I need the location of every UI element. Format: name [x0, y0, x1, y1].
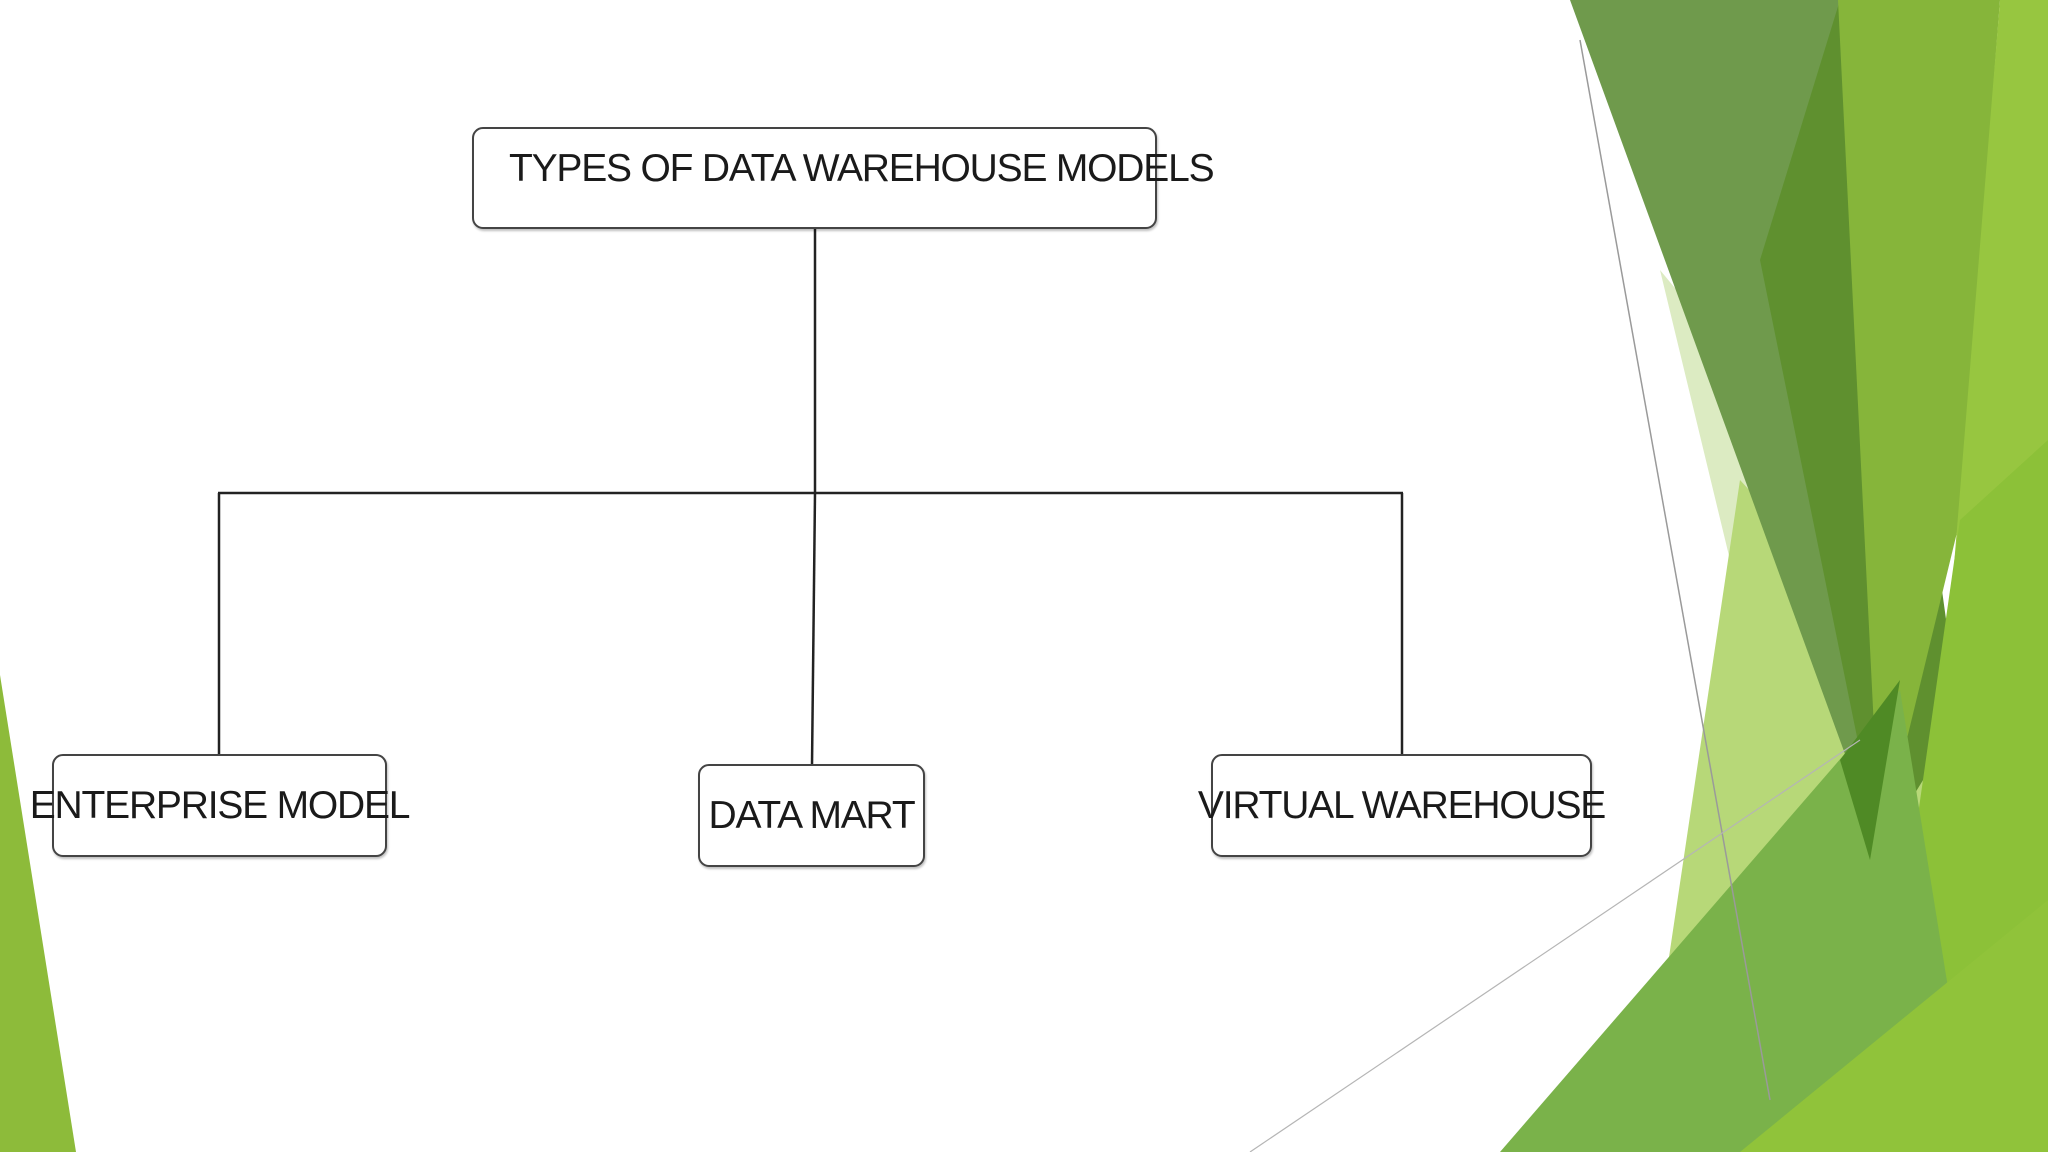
enterprise-model-node: ENTERPRISE MODEL: [30, 754, 410, 857]
lower-green-shape: [1500, 690, 1950, 1152]
lower-bright-shape: [1740, 900, 2048, 1152]
virtual-warehouse-node: VIRTUAL WAREHOUSE: [1198, 754, 1606, 857]
thin-line-1: [1579, 39, 1771, 1101]
lower-accent-shape: [1840, 680, 1900, 860]
enterprise-model-label: ENTERPRISE MODEL: [29, 783, 411, 827]
root-node: TYPES OF DATA WAREHOUSE MODELS: [472, 127, 1215, 229]
left-green-sliver: [0, 675, 76, 1152]
data-mart-label: DATA MART: [708, 793, 916, 837]
data-mart-node: DATA MART: [698, 764, 925, 867]
root-node-label: TYPES OF DATA WAREHOUSE MODELS: [509, 147, 1215, 190]
bright-green-strip-1: [1838, 0, 2000, 850]
virtual-warehouse-label: VIRTUAL WAREHOUSE: [1197, 783, 1606, 827]
thin-line-2: [1249, 739, 1861, 1152]
branch-data-mart: [810, 492, 817, 766]
